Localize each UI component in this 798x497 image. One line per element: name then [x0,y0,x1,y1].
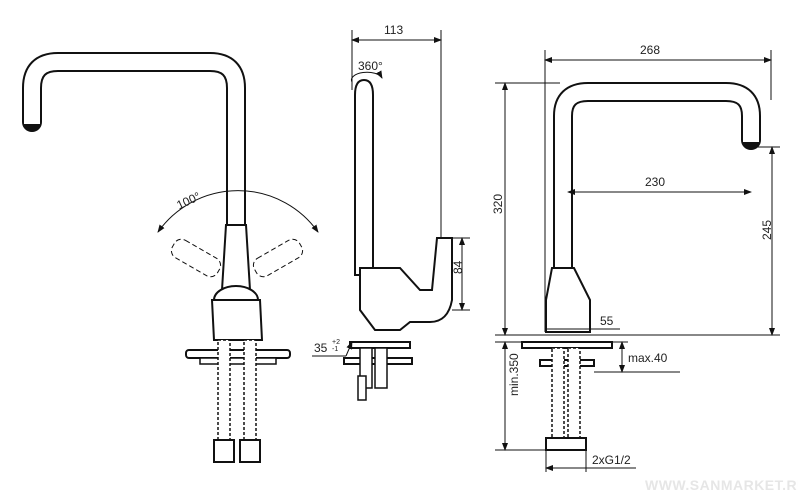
swing-angle-arc [157,190,319,278]
lever-height-label: 84 [451,260,465,274]
height-label: 320 [491,194,505,214]
rotation-label: 360° [358,59,383,73]
counter-depth-label: 35 [314,341,328,355]
spout-reach-label: 230 [645,175,665,189]
hoses [213,339,261,463]
swing-angle-label: 100° [174,189,203,212]
max-thickness-label: max.40 [628,351,668,365]
side-view: 113 360° 84 35 +2 -1 [312,23,470,401]
tolerance-plus: +2 [332,339,340,346]
rear-view: 268 230 320 245 55 max.40 min.350 2xG1/2 [491,43,780,472]
total-reach-label: 268 [640,43,660,57]
base-diameter-label: 55 [600,314,614,328]
watermark: WWW.SANMARKET.RU [645,477,798,493]
spout-height-label: 245 [760,220,774,240]
hose-length-label: min.350 [507,353,521,396]
tolerance-minus: -1 [332,346,338,353]
connection-label: 2xG1/2 [592,453,631,467]
front-view: 100° [22,52,319,463]
side-width-label: 113 [384,23,403,37]
